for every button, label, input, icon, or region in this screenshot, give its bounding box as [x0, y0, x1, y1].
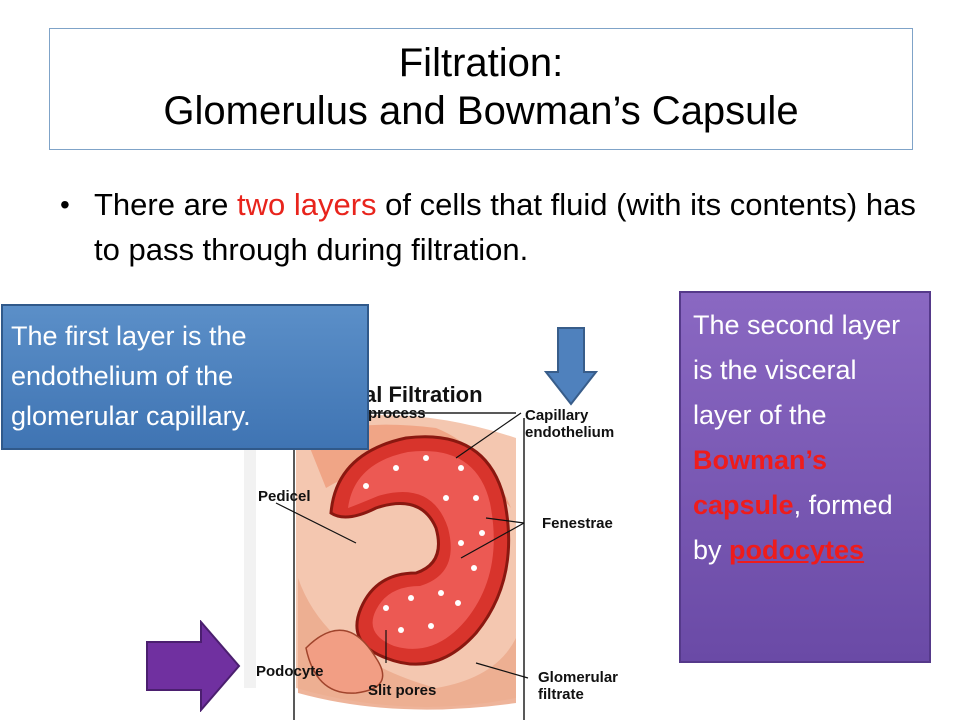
label-glomerular-1: Glomerular [538, 669, 618, 686]
label-glomerular-2: filtrate [538, 686, 584, 703]
label-capillary-1: Capillary [525, 407, 589, 424]
label-fenestrae: Fenestrae [542, 515, 613, 532]
right-arrow-icon [146, 620, 241, 712]
callout-podocytes-term: podocytes [729, 535, 865, 565]
bullet-highlight: two layers [237, 187, 377, 222]
callout-second-text-1: The second layer is the visceral layer o… [693, 310, 901, 430]
callout-second-layer: The second layer is the visceral layer o… [679, 291, 931, 663]
down-arrow-icon [544, 327, 598, 406]
label-slit-pores: Slit pores [368, 682, 436, 699]
diagram-subheading: process [368, 405, 426, 422]
title-box: Filtration: Glomerulus and Bowman’s Caps… [49, 28, 913, 150]
callout-bowman-term: Bowman’s capsule [693, 445, 828, 520]
diagram-heading: al Filtration [364, 382, 483, 407]
bullet-text: There are two layers of cells that fluid… [94, 182, 920, 272]
slide-title-line-1: Filtration: [398, 41, 564, 85]
slide-title-line-2: Glomerulus and Bowman’s Capsule [163, 89, 799, 133]
label-podocyte: Podocyte [256, 663, 324, 680]
bullet-dot-icon: • [60, 189, 70, 220]
label-capillary-2: endothelium [525, 424, 614, 441]
bullet-text-start: There are [94, 187, 238, 222]
label-pedicel: Pedicel [258, 488, 311, 505]
callout-second-text-2: , formed by [693, 490, 893, 565]
bullet-point: • There are two layers of cells that flu… [60, 182, 920, 272]
bullet-text-end: of cells that fluid (with its contents) … [94, 187, 916, 267]
callout-first-layer: The first layer is the endothelium of th… [1, 304, 369, 450]
